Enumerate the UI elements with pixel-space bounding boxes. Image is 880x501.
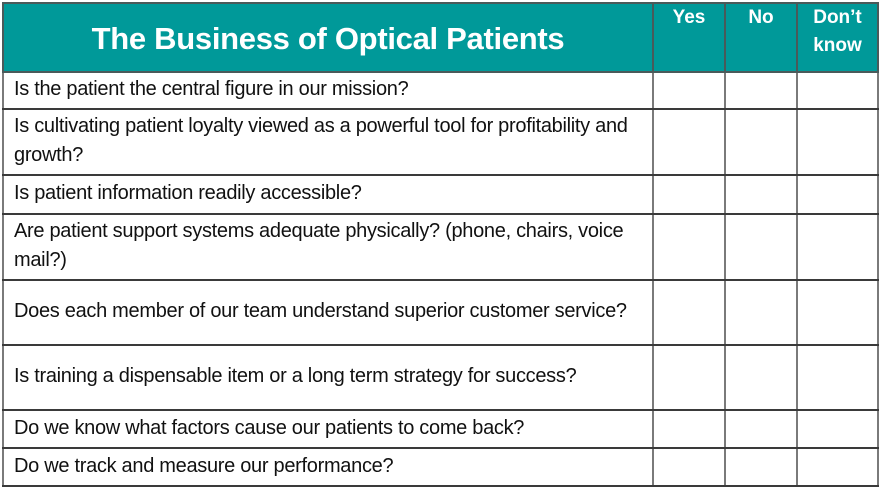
- table-row: Do we track and measure our performance?: [2, 447, 879, 487]
- table-row: Are patient support systems adequate phy…: [2, 213, 879, 281]
- answer-no-cell[interactable]: [724, 409, 798, 449]
- answer-dont-know-cell[interactable]: [796, 344, 879, 411]
- answer-yes-cell[interactable]: [652, 213, 726, 281]
- column-header-yes: Yes: [652, 2, 726, 73]
- questionnaire-table: The Business of Optical Patients Yes No …: [2, 2, 879, 487]
- answer-no-cell[interactable]: [724, 108, 798, 176]
- answer-no-cell[interactable]: [724, 71, 798, 110]
- question-text: Do we track and measure our performance?: [2, 447, 654, 487]
- answer-yes-cell[interactable]: [652, 71, 726, 110]
- question-text: Do we know what factors cause our patien…: [2, 409, 654, 449]
- answer-dont-know-cell[interactable]: [796, 447, 879, 487]
- answer-dont-know-cell[interactable]: [796, 279, 879, 346]
- question-text: Is cultivating patient loyalty viewed as…: [2, 108, 654, 176]
- answer-yes-cell[interactable]: [652, 447, 726, 487]
- answer-dont-know-cell[interactable]: [796, 409, 879, 449]
- answer-no-cell[interactable]: [724, 447, 798, 487]
- question-text: Is training a dispensable item or a long…: [2, 344, 654, 411]
- table-row: Is the patient the central figure in our…: [2, 71, 879, 110]
- table-row: Is cultivating patient loyalty viewed as…: [2, 108, 879, 176]
- answer-no-cell[interactable]: [724, 174, 798, 215]
- answer-dont-know-cell[interactable]: [796, 108, 879, 176]
- header-row: The Business of Optical Patients Yes No …: [2, 2, 879, 73]
- answer-yes-cell[interactable]: [652, 174, 726, 215]
- question-text: Is patient information readily accessibl…: [2, 174, 654, 215]
- table-row: Does each member of our team understand …: [2, 279, 879, 346]
- column-header-dont-know: Don’t know: [796, 2, 879, 73]
- table-title: The Business of Optical Patients: [2, 2, 654, 73]
- answer-no-cell[interactable]: [724, 279, 798, 346]
- question-text: Are patient support systems adequate phy…: [2, 213, 654, 281]
- answer-no-cell[interactable]: [724, 344, 798, 411]
- answer-yes-cell[interactable]: [652, 279, 726, 346]
- answer-dont-know-cell[interactable]: [796, 174, 879, 215]
- answer-dont-know-cell[interactable]: [796, 71, 879, 110]
- table-row: Is training a dispensable item or a long…: [2, 344, 879, 411]
- question-text: Does each member of our team understand …: [2, 279, 654, 346]
- table-row: Is patient information readily accessibl…: [2, 174, 879, 215]
- column-header-no: No: [724, 2, 798, 73]
- question-text: Is the patient the central figure in our…: [2, 71, 654, 110]
- answer-yes-cell[interactable]: [652, 409, 726, 449]
- answer-yes-cell[interactable]: [652, 344, 726, 411]
- answer-dont-know-cell[interactable]: [796, 213, 879, 281]
- answer-no-cell[interactable]: [724, 213, 798, 281]
- title-text: The Business of Optical Patients: [91, 20, 565, 56]
- answer-yes-cell[interactable]: [652, 108, 726, 176]
- table-row: Do we know what factors cause our patien…: [2, 409, 879, 449]
